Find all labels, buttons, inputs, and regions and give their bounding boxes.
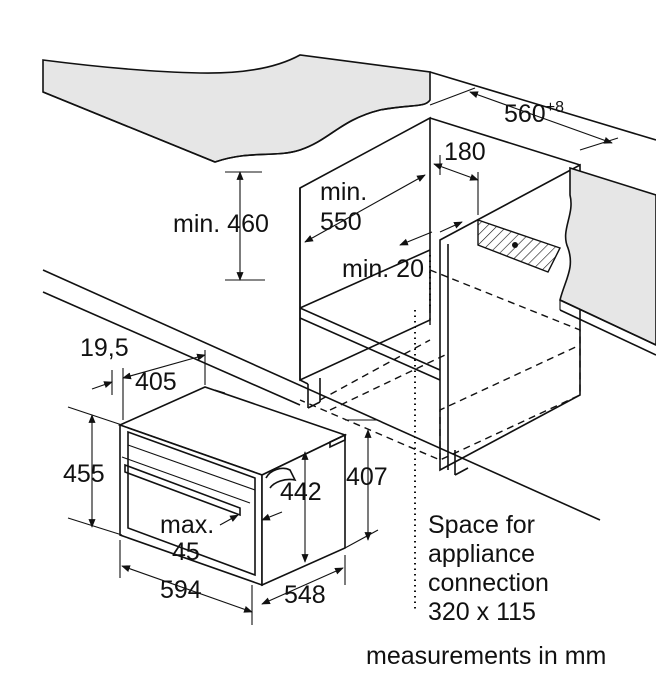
dim-594: 594: [160, 576, 202, 604]
right-countertop: [559, 166, 656, 346]
dim-442: 442: [280, 478, 322, 506]
dim-548: 548: [284, 581, 326, 609]
left-countertop-front: [214, 99, 431, 163]
appliance-dimensions: 19,5 405 455 442 407 max. 45 594 548: [63, 334, 388, 625]
right-cabinet-panel: [439, 163, 581, 472]
left-cabinet-panel: [299, 116, 431, 382]
dim-407: 407: [346, 463, 388, 491]
units-note: measurements in mm: [366, 642, 606, 670]
dim-405: 405: [135, 368, 177, 396]
dim-min550-b: 550: [320, 208, 362, 236]
dim-max45-b: 45: [172, 538, 200, 566]
dim-min460: min. 460: [173, 210, 269, 238]
left-countertop-edge: [42, 91, 216, 163]
notes: Space for appliance connection 320 x 115…: [366, 511, 606, 670]
space-line-2: appliance: [428, 540, 535, 568]
dim-19-5: 19,5: [80, 334, 129, 362]
dim-min20: min. 20: [342, 255, 424, 283]
niche-dimensions: 560+8 180 min. 550 min. 460 min. 20: [173, 87, 619, 283]
dim-max45-a: max.: [160, 511, 214, 539]
door-handle: [124, 463, 241, 517]
dim-min550-a: min.: [320, 178, 367, 206]
space-line-3: connection: [428, 569, 549, 597]
niche-shelf: [299, 249, 441, 381]
dim-455: 455: [63, 460, 105, 488]
dim-560: 560+8: [504, 99, 564, 128]
socket-dot: [512, 242, 518, 248]
space-line-4: 320 x 115: [428, 598, 536, 626]
left-countertop: [42, 54, 431, 163]
connection-hatch: [477, 219, 561, 273]
dim-180: 180: [444, 138, 486, 166]
space-line-1: Space for: [428, 511, 535, 539]
